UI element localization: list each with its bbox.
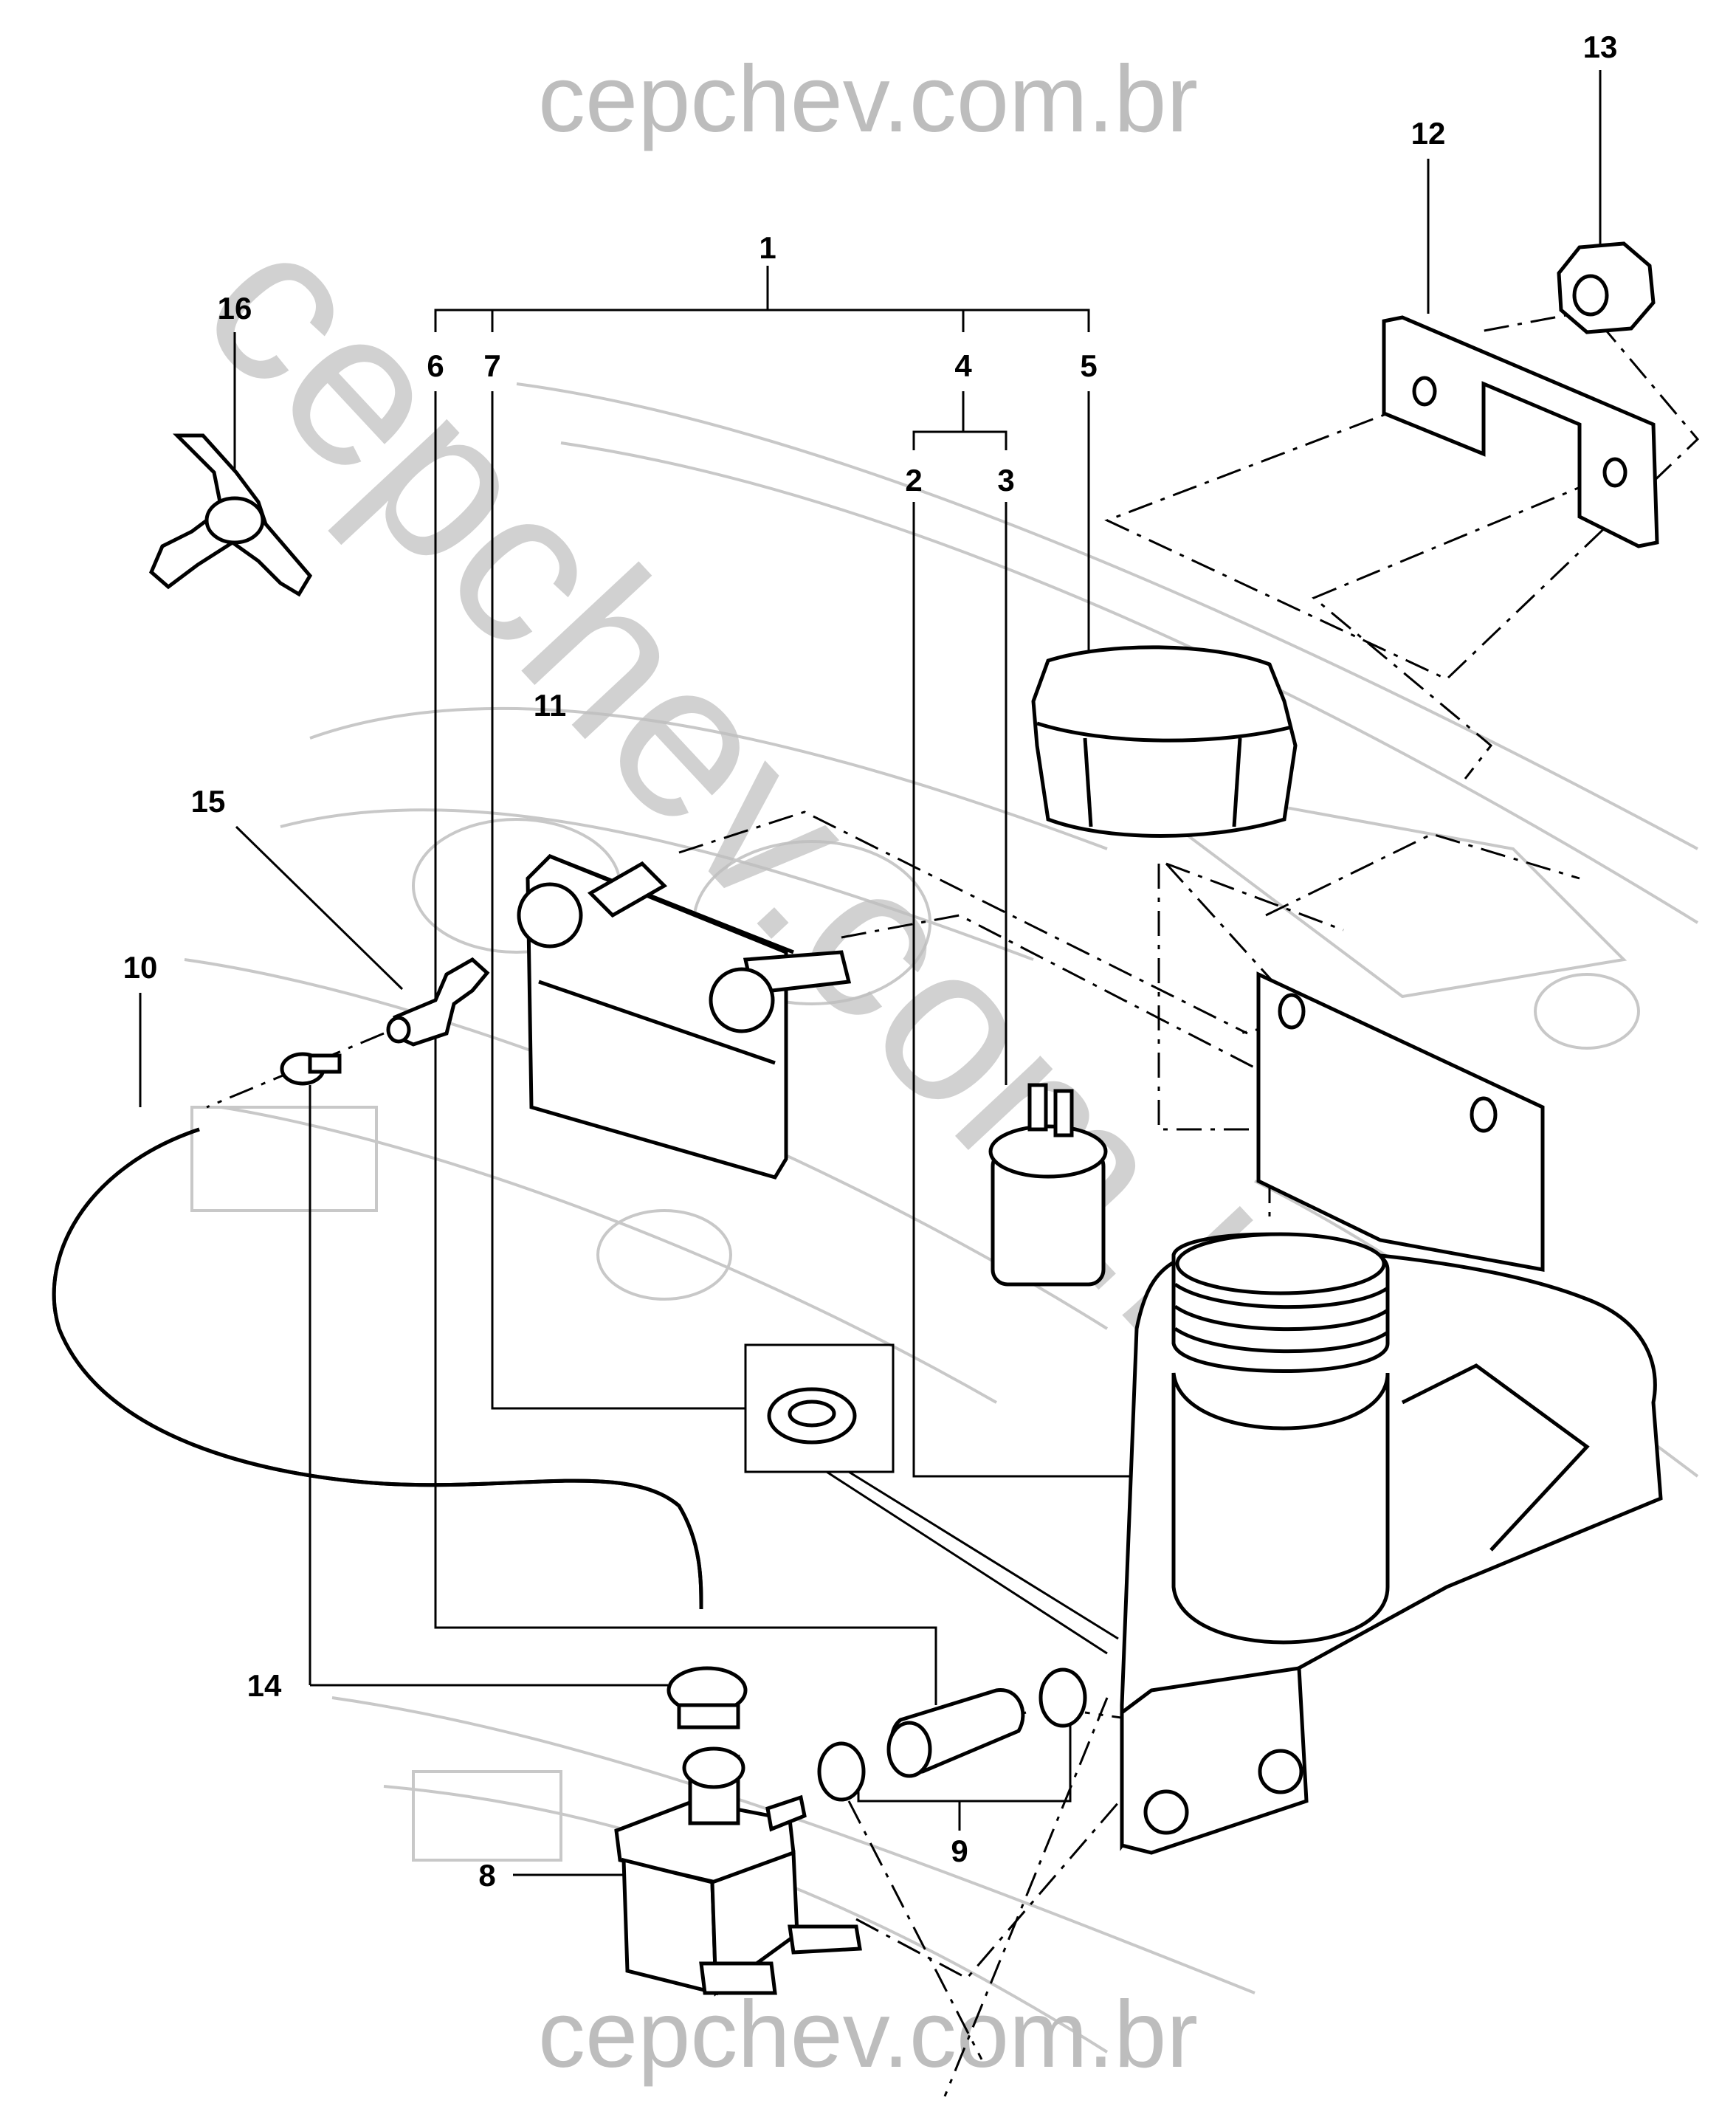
watermark-top: cepchev.com.br <box>538 47 1198 152</box>
reservoir-cap-part-5 <box>1031 645 1298 838</box>
callout-15: 15 <box>191 784 226 819</box>
callout-6: 6 <box>427 348 444 383</box>
callout-9: 9 <box>951 1834 968 1868</box>
hose-clamp-part-14-lower <box>666 1666 748 1729</box>
callout-1: 1 <box>759 230 776 265</box>
module-part-11 <box>517 854 852 1180</box>
bracket-part-12 <box>1382 315 1659 548</box>
grommet-part-7 <box>767 1387 857 1445</box>
watermark-bottom: cepchev.com.br <box>538 1982 1198 2087</box>
short-hose-part-6 <box>886 1688 1025 1778</box>
callout-13: 13 <box>1583 30 1618 64</box>
callout-3: 3 <box>997 463 1014 498</box>
hose-clamp-part-9-right <box>1038 1667 1087 1728</box>
callout-16: 16 <box>218 291 252 326</box>
nut-part-13 <box>1557 241 1656 334</box>
leader-lines <box>139 70 1602 1876</box>
elbow-connector-part-15 <box>386 957 490 1047</box>
callout-11: 11 <box>534 688 566 723</box>
callout-12: 12 <box>1411 116 1446 151</box>
callout-10: 10 <box>123 950 158 985</box>
callout-14: 14 <box>247 1668 282 1703</box>
sensor-part-3 <box>988 1083 1108 1287</box>
callout-2: 2 <box>905 463 922 498</box>
callout-7: 7 <box>483 348 500 383</box>
hose-clamp-part-14-upper <box>280 1052 342 1086</box>
reservoir-body <box>1120 971 1663 1855</box>
tee-fitting-part-16 <box>148 433 313 597</box>
hose-part-10 <box>52 1127 703 1610</box>
callout-8: 8 <box>478 1858 495 1893</box>
callout-5: 5 <box>1080 348 1097 383</box>
callout-4: 4 <box>954 348 972 383</box>
hose-clamp-part-9-left <box>817 1741 866 1802</box>
solenoid-valve-part-8 <box>614 1746 862 1997</box>
callout-labels: 1 2 3 4 5 6 7 8 9 10 11 12 13 14 15 16 <box>123 30 1618 1893</box>
